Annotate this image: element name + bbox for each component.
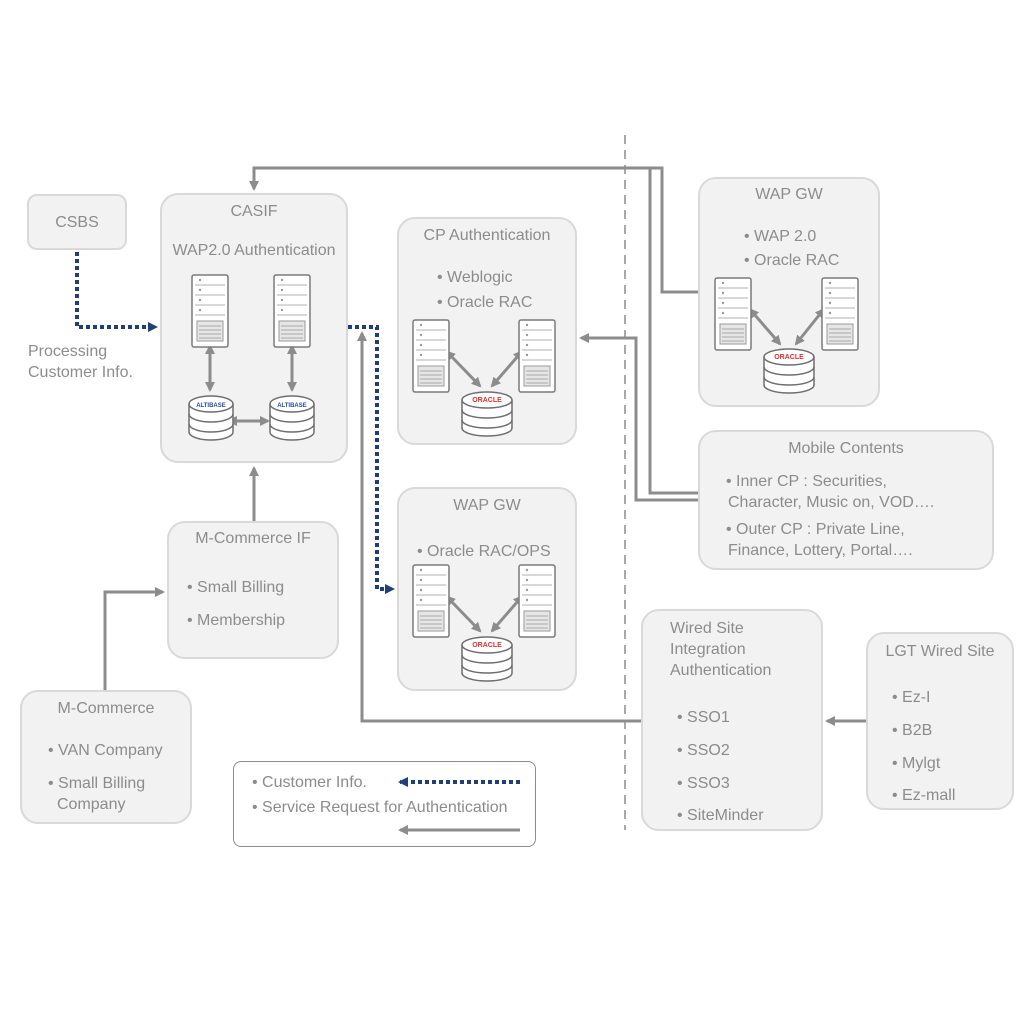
processing-label-line1: Processing — [28, 343, 108, 360]
wap-gw-right-item-oracle-rac: • Oracle RAC — [744, 252, 840, 269]
legend-customer-info: • Customer Info. — [252, 774, 367, 791]
m-commerce-if-box: M-Commerce IF • Small Billing • Membersh… — [167, 521, 339, 659]
cp-auth-oracle-logo: ORACLE — [472, 397, 502, 404]
wap-gw-mid-title: WAP GW — [453, 497, 521, 514]
wired-site-item-sso3: • SSO3 — [677, 775, 730, 792]
m-commerce-line3: Company — [57, 796, 126, 813]
mobile-contents-line4: Finance, Lottery, Portal…. — [728, 542, 913, 559]
wired-site-box: Wired Site Integration Authentication • … — [641, 609, 823, 831]
cp-auth-server-left-icon — [412, 319, 450, 393]
casif-server-left-icon — [191, 274, 229, 348]
mobile-contents-line1: • Inner CP : Securities, — [726, 473, 887, 490]
wap-gw-right-server-right-icon — [821, 277, 859, 351]
mobile-contents-line2: Character, Music on, VOD…. — [728, 494, 935, 511]
wap-gw-mid-server-left-icon — [412, 564, 450, 638]
cp-auth-link-right — [490, 349, 524, 388]
mobile-contents-title: Mobile Contents — [788, 440, 904, 457]
cp-authentication-title: CP Authentication — [423, 227, 551, 244]
m-commerce-line1: • VAN Company — [48, 742, 163, 759]
wap-gw-mid-link-right — [490, 594, 524, 633]
cp-auth-item-weblogic: • Weblogic — [437, 269, 513, 286]
wap-gw-mid-link-left — [445, 595, 482, 633]
line-mobile-contents-to-top — [648, 168, 698, 495]
wap-gw-mid-oracle-logo: ORACLE — [472, 642, 502, 649]
casif-altibase-logo-left: ALTIBASE — [196, 403, 226, 409]
arrow-mcommerce-to-mcommerce-if — [103, 587, 165, 690]
wap-gw-right-item-wap20: • WAP 2.0 — [744, 228, 817, 245]
wap-gw-right-title: WAP GW — [755, 186, 823, 203]
arrow-mobile-contents-to-cp-auth — [579, 333, 698, 502]
wap-gw-mid-item: • Oracle RAC/OPS — [417, 543, 551, 560]
wired-site-title-line3: Authentication — [670, 662, 772, 679]
arrow-wired-site-to-casif — [357, 331, 641, 723]
wap-gw-right-oracle-logo: ORACLE — [774, 354, 804, 361]
lgt-wired-site-box: LGT Wired Site • Ez-I • B2B • Mylgt • Ez… — [866, 632, 1014, 810]
wap-gw-right-link-right — [794, 307, 825, 346]
csbs-box: CSBS — [27, 194, 127, 250]
cp-auth-link-left — [445, 350, 482, 388]
m-commerce-line2: • Small Billing — [48, 775, 146, 792]
lgt-item-mylgt: • Mylgt — [892, 755, 941, 772]
arrow-casif-to-wap-gw — [348, 325, 395, 594]
m-commerce-box: M-Commerce • VAN Company • Small Billing… — [20, 690, 192, 824]
m-commerce-if-title: M-Commerce IF — [195, 530, 311, 547]
casif-altibase-logo-right: ALTIBASE — [277, 403, 307, 409]
wired-site-item-sso2: • SSO2 — [677, 742, 730, 759]
wap-gw-right-link-left — [748, 307, 782, 346]
m-commerce-if-item-membership: • Membership — [187, 612, 286, 629]
m-commerce-title: M-Commerce — [57, 700, 155, 717]
wap-gw-right-server-left-icon — [714, 277, 752, 351]
cp-auth-server-right-icon — [518, 319, 556, 393]
wired-site-item-siteminder: • SiteMinder — [677, 807, 764, 824]
casif-subtitle: WAP2.0 Authentication — [172, 242, 336, 259]
arrow-wap-gw-to-casif — [249, 166, 698, 294]
arrow-csbs-to-casif — [75, 252, 158, 332]
legend-service-request: • Service Request for Authentication — [252, 799, 508, 816]
wired-site-item-sso1: • SSO1 — [677, 709, 730, 726]
lgt-item-b2b: • B2B — [892, 722, 933, 739]
lgt-item-ez-mall: • Ez-mall — [892, 787, 956, 804]
processing-label-line2: Customer Info. — [28, 364, 133, 381]
wired-site-title-line2: Integration — [670, 641, 746, 658]
mobile-contents-line3: • Outer CP : Private Line, — [726, 521, 905, 538]
mobile-contents-box: Mobile Contents • Inner CP : Securities,… — [698, 430, 994, 570]
legend-box: • Customer Info. • Service Request for A… — [233, 761, 536, 847]
cp-auth-item-oracle-rac: • Oracle RAC — [437, 294, 533, 311]
m-commerce-if-item-small-billing: • Small Billing — [187, 579, 285, 596]
lgt-wired-site-title: LGT Wired Site — [885, 643, 995, 660]
wired-site-title-line1: Wired Site — [670, 620, 744, 637]
lgt-item-ez-i: • Ez-I — [892, 689, 931, 706]
casif-title: CASIF — [230, 203, 278, 220]
casif-server-right-icon — [273, 274, 311, 348]
csbs-title: CSBS — [55, 214, 99, 231]
wap-gw-mid-server-right-icon — [518, 564, 556, 638]
